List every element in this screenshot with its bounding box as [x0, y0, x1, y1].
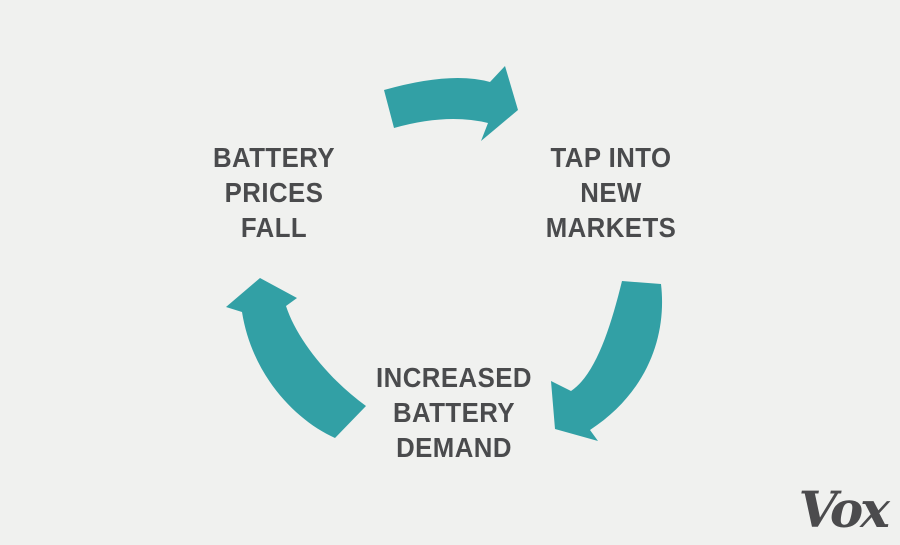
node-label-line: FALL — [240, 212, 308, 243]
node-label-line: MARKETS — [545, 212, 677, 243]
arrow-top-curved-icon — [384, 66, 518, 141]
node-increased-battery-demand: INCREASED BATTERY DEMAND — [344, 360, 565, 465]
node-label-line: DEMAND — [396, 432, 512, 463]
arrow-right-curved-icon — [551, 281, 663, 441]
node-label-line: TAP INTO — [550, 142, 672, 173]
vox-logo: Vox — [798, 480, 890, 539]
node-label-line: BATTERY — [392, 397, 515, 428]
node-label-line: INCREASED — [376, 362, 532, 393]
arrow-left-curved-icon — [226, 278, 366, 438]
node-label-line: PRICES — [224, 177, 324, 208]
node-label-line: BATTERY — [212, 142, 335, 173]
node-tap-into-new-markets: TAP INTO NEW MARKETS — [501, 140, 722, 245]
node-battery-prices-fall: BATTERY PRICES FALL — [164, 140, 385, 245]
node-label-line: NEW — [580, 177, 642, 208]
